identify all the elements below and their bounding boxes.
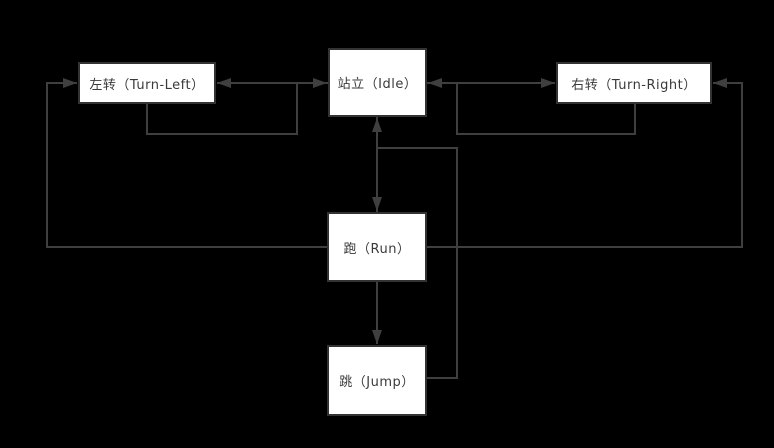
node-turn-right-label: 右转（Turn-Right） xyxy=(571,77,697,93)
node-run-label: 跑（Run） xyxy=(343,241,411,257)
edge-run-to-turn-right xyxy=(427,78,743,248)
edge-turn-left-to-idle xyxy=(146,78,327,135)
node-turn-right[interactable]: 右转（Turn-Right） xyxy=(556,62,712,104)
node-idle[interactable]: 站立（Idle） xyxy=(328,48,427,117)
node-turn-left-label: 左转（Turn-Left） xyxy=(89,77,205,93)
node-jump[interactable]: 跳（Jump） xyxy=(327,345,427,416)
node-run[interactable]: 跑（Run） xyxy=(327,212,427,282)
node-idle-label: 站立（Idle） xyxy=(337,77,418,92)
edge-jump-to-idle xyxy=(378,147,458,379)
edge-run-to-turn-left xyxy=(46,78,327,248)
node-jump-label: 跳（Jump） xyxy=(339,375,415,390)
edge-turn-right-to-idle xyxy=(428,78,636,135)
node-turn-left[interactable]: 左转（Turn-Left） xyxy=(78,62,216,104)
